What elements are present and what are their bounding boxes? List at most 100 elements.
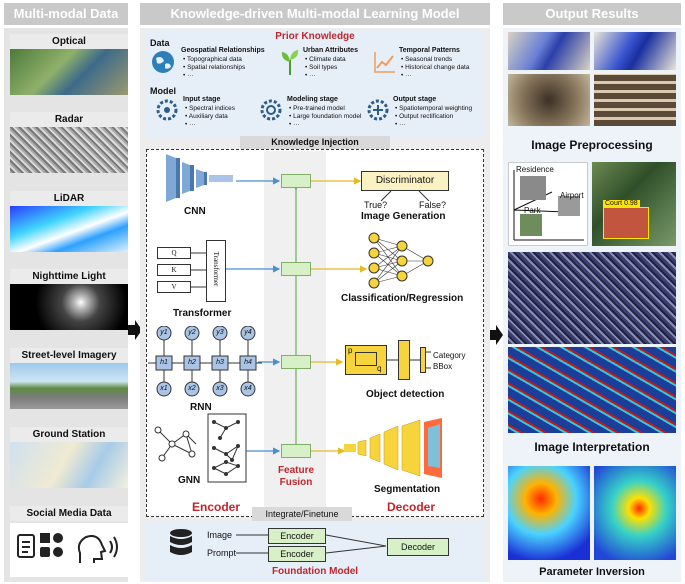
detection-q: q [377, 364, 382, 373]
inversion-image-1 [508, 466, 590, 560]
rnn-y4: y4 [244, 329, 252, 336]
detection-inner-box [355, 352, 377, 366]
document-icon [17, 534, 35, 558]
rnn-h1: h1 [160, 359, 168, 366]
temporal-item-1: • Seasonal trends [401, 56, 453, 63]
prior-knowledge-box [146, 30, 484, 138]
preprocessing-img-4 [594, 74, 676, 126]
gnn-diagram [154, 413, 247, 483]
bbox-label: BBox [433, 362, 453, 371]
social-media-icons [10, 523, 128, 577]
radar-image [10, 127, 128, 173]
geo-item-3: • ··· [183, 72, 194, 79]
rnn-x4: x4 [244, 385, 252, 392]
segmentation-result-image [508, 347, 676, 433]
segmentation-decoder-diagram [344, 418, 442, 478]
modality-label-lidar: LiDAR [10, 191, 128, 206]
ground-station-image [10, 442, 128, 488]
detection-p: p [348, 346, 353, 355]
fusion-node-2 [281, 262, 311, 276]
prior-knowledge-title: Prior Knowledge [275, 31, 355, 42]
detection-head-1 [398, 340, 410, 380]
modeling-gear-icon [260, 99, 282, 121]
connector-lines [226, 177, 368, 455]
output-stage-title: Output stage [393, 96, 437, 103]
airport-label: Airport [560, 191, 584, 200]
fusion-node-3 [281, 355, 311, 369]
preprocessing-img-3 [508, 74, 590, 126]
modality-label-radar: Radar [10, 112, 128, 127]
v-box: V [157, 281, 191, 293]
fusion-node-1 [281, 174, 311, 188]
left-panel: Optical Radar LiDAR Nighttime Light Stre… [4, 28, 128, 582]
park-label: Park [524, 206, 541, 215]
rnn-x1: x1 [160, 385, 168, 392]
preprocessing-img-1 [508, 32, 590, 70]
trend-chart-icon [374, 52, 395, 73]
rnn-y1: y1 [160, 329, 168, 336]
detection-arrows [387, 351, 431, 369]
image-preprocessing-label: Image Preprocessing [531, 138, 653, 152]
image-interpretation-label: Image Interpretation [534, 440, 650, 454]
input-stage-title: Input stage [183, 96, 221, 103]
object-detection-label: Object detection [366, 389, 445, 400]
prompt-encoder-box: Encoder [268, 546, 326, 562]
transformer-block-label: Transformer [212, 251, 220, 287]
urban-title: Urban Attributes [303, 47, 358, 54]
residence-label: Residence [516, 165, 554, 174]
cnn-diagram [166, 154, 233, 202]
temporal-item-2: • Historical change data [401, 64, 470, 71]
gnn-label: GNN [178, 475, 201, 486]
database-icon [170, 529, 192, 555]
modality-label-ground: Ground Station [10, 427, 128, 442]
input-item-1: • Spectral indices [185, 105, 235, 112]
segmentation-label: Segmentation [374, 484, 441, 495]
qkv-arrows [191, 252, 206, 288]
urban-item-1: • Climate data [305, 56, 346, 63]
image-input-label: Image [207, 530, 233, 540]
output-item-3: • ··· [395, 121, 406, 128]
q-box: Q [157, 247, 191, 259]
feature-fusion-label: Feature Fusion [277, 465, 315, 488]
modeling-item-3: • ··· [289, 121, 300, 128]
plant-icon [281, 50, 299, 75]
preprocessing-img-2 [594, 32, 676, 70]
rnn-x2: x2 [188, 385, 196, 392]
discriminator-box: Discriminator [361, 171, 449, 191]
category-label: Category [433, 351, 466, 360]
knowledge-injection-label: Knowledge Injection [240, 136, 390, 149]
neural-net-diagram [368, 232, 434, 289]
rnn-h2: h2 [188, 359, 196, 366]
modeling-item-2: • Large foundation model [289, 113, 362, 120]
data-label: Data [150, 38, 170, 48]
classification-label: Classification/Regression [341, 293, 464, 304]
modality-label-optical: Optical [10, 34, 128, 49]
output-item-2: • Output rectification [395, 113, 454, 120]
false-label: False? [419, 200, 447, 210]
modality-label-street: Street-level Imagery [10, 348, 128, 363]
temporal-item-3: • ··· [401, 72, 412, 79]
model-label: Model [150, 86, 176, 96]
arrow-center-to-right [489, 325, 503, 345]
court-bbox-label: Court 0.98 [603, 200, 640, 208]
cnn-label: CNN [184, 206, 206, 217]
street-image [10, 363, 128, 409]
input-item-3: • ··· [185, 121, 196, 128]
temporal-title: Temporal Patterns [399, 47, 460, 54]
inversion-image-2 [594, 466, 676, 560]
detection-feature-box [345, 345, 387, 375]
optical-image [10, 49, 128, 95]
transformer-label: Transformer [173, 308, 232, 319]
discriminator-arrows [380, 191, 430, 202]
input-item-2: • Auxiliary data [185, 113, 228, 120]
foundation-arrows [236, 534, 387, 554]
arrow-left-to-center [128, 320, 142, 340]
globe-icon [152, 51, 174, 73]
interpretation-map-lines [513, 170, 584, 241]
geo-title: Geospatial Relationships [181, 47, 265, 54]
rnn-h3: h3 [216, 359, 224, 366]
rnn-h4: h4 [244, 359, 252, 366]
modality-label-social: Social Media Data [10, 506, 128, 521]
urban-item-3: • ··· [305, 72, 316, 79]
center-header: Knowledge-driven Multi-modal Learning Mo… [140, 3, 490, 25]
